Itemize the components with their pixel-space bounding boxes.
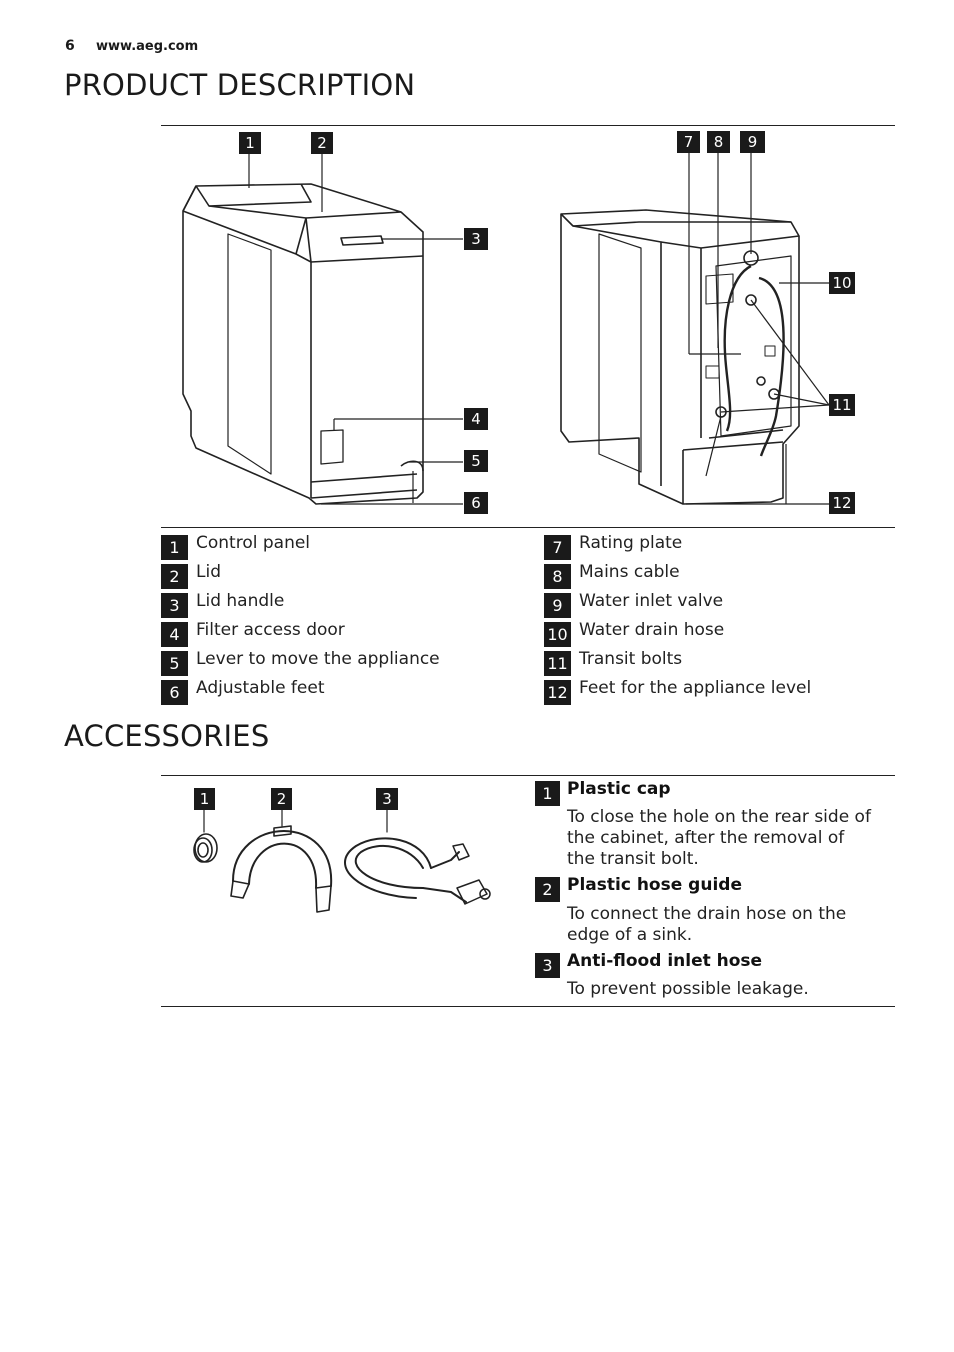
legend-label: Rating plate xyxy=(579,533,683,553)
divider xyxy=(161,1006,895,1007)
callout-9: 9 xyxy=(740,131,765,153)
legend-label: Mains cable xyxy=(579,562,680,582)
accessory-callout-3: 3 xyxy=(376,788,398,810)
legend-label: Filter access door xyxy=(196,620,345,640)
legend-badge: 11 xyxy=(544,651,571,676)
divider xyxy=(161,775,895,776)
callout-10: 10 xyxy=(829,272,855,294)
legend-label: Water drain hose xyxy=(579,620,725,640)
accessory-callout-1: 1 xyxy=(194,788,215,810)
accessory-badge: 3 xyxy=(535,953,560,978)
inlet-hose-drawing xyxy=(344,837,491,905)
legend-badge: 2 xyxy=(161,564,188,589)
section-title-product-description: PRODUCT DESCRIPTION xyxy=(64,68,416,102)
front-view-machine xyxy=(182,183,424,505)
hose-guide-drawing xyxy=(230,825,333,913)
accessory-description: To close the hole on the rear side of th… xyxy=(567,807,871,869)
callout-1: 1 xyxy=(239,132,261,154)
legend-label: Control panel xyxy=(196,533,311,553)
legend-badge: 8 xyxy=(544,564,571,589)
callout-11: 11 xyxy=(829,394,855,416)
website-url: www.aeg.com xyxy=(96,39,199,54)
accessory-title: Plastic cap xyxy=(567,779,671,799)
callout-8: 8 xyxy=(707,131,730,153)
accessory-title: Anti-flood inlet hose xyxy=(567,951,763,971)
page-number: 6 xyxy=(65,38,75,54)
legend-badge: 12 xyxy=(544,680,571,705)
section-title-accessories: ACCESSORIES xyxy=(64,719,270,753)
accessory-title: Plastic hose guide xyxy=(567,875,742,895)
plastic-cap-drawing xyxy=(193,833,218,863)
accessory-description: To prevent possible leakage. xyxy=(567,979,809,999)
legend-badge: 5 xyxy=(161,651,188,676)
accessory-badge: 1 xyxy=(535,781,560,806)
accessories-illustration xyxy=(193,809,491,913)
legend-badge: 1 xyxy=(161,535,188,560)
callout-7: 7 xyxy=(677,131,700,153)
legend-label: Lid xyxy=(196,562,221,582)
legend-badge: 6 xyxy=(161,680,188,705)
divider xyxy=(161,125,895,126)
callout-6: 6 xyxy=(464,492,488,514)
callout-2: 2 xyxy=(311,132,333,154)
legend-badge: 10 xyxy=(544,622,571,647)
legend-label: Feet for the appliance level xyxy=(579,678,812,698)
product-diagram xyxy=(182,153,830,505)
legend-badge: 3 xyxy=(161,593,188,618)
callout-5: 5 xyxy=(464,450,488,472)
legend-label: Adjustable feet xyxy=(196,678,325,698)
accessory-description: To connect the drain hose on the edge of… xyxy=(567,904,847,945)
callout-12: 12 xyxy=(829,492,855,514)
rear-view-machine xyxy=(560,209,800,505)
legend-badge: 4 xyxy=(161,622,188,647)
legend-badge: 7 xyxy=(544,535,571,560)
callout-3: 3 xyxy=(464,228,488,250)
legend-badge: 9 xyxy=(544,593,571,618)
callout-4: 4 xyxy=(464,408,488,430)
legend-label: Lid handle xyxy=(196,591,285,611)
accessory-callout-2: 2 xyxy=(271,788,292,810)
legend-label: Transit bolts xyxy=(579,649,683,669)
legend-label: Lever to move the appliance xyxy=(196,649,440,669)
accessory-badge: 2 xyxy=(535,877,560,902)
divider xyxy=(161,527,895,528)
legend-label: Water inlet valve xyxy=(579,591,724,611)
